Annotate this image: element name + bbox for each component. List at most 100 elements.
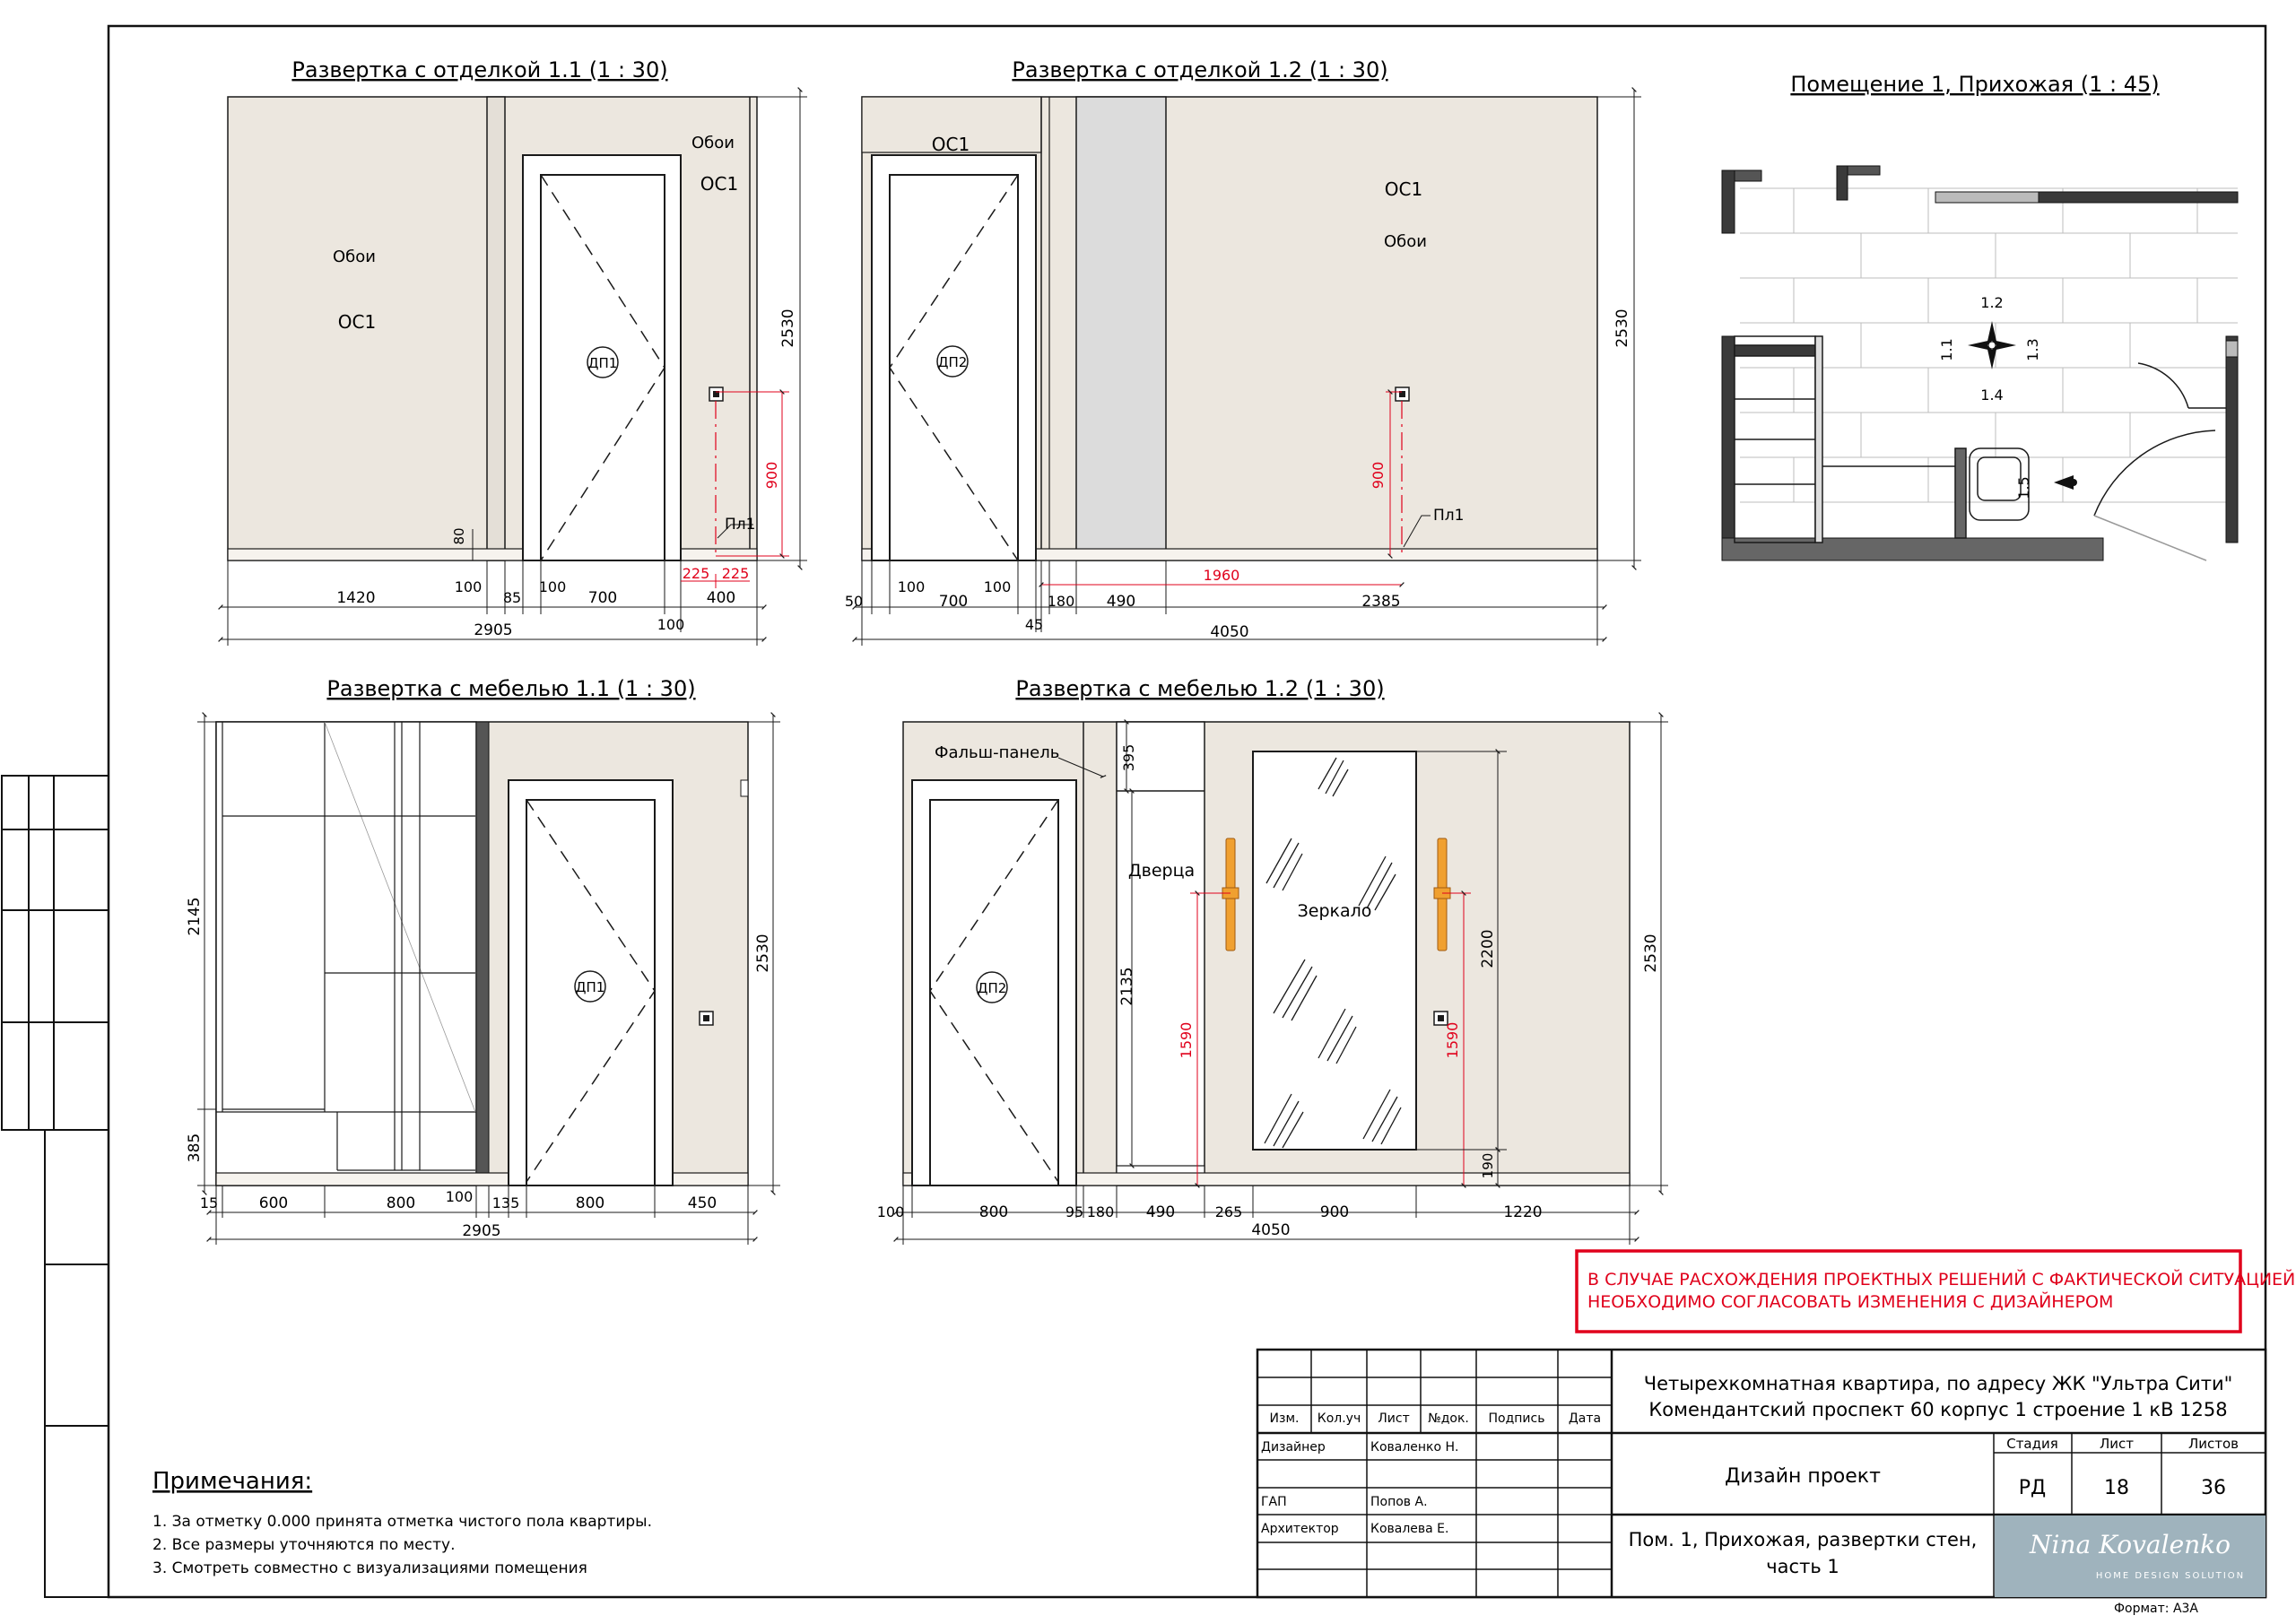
door-tag: ДП2	[978, 980, 1007, 996]
svg-text:Листов: Листов	[2188, 1436, 2239, 1452]
svg-text:700: 700	[588, 589, 617, 607]
svg-text:100: 100	[539, 578, 567, 595]
finish-label: Обои	[1384, 232, 1427, 251]
door-swing	[929, 799, 1059, 1183]
svg-text:85: 85	[503, 589, 521, 606]
svg-text:100: 100	[984, 578, 1012, 595]
svg-text:490: 490	[1107, 593, 1135, 611]
door-swing	[526, 799, 656, 1183]
svg-text:Лист: Лист	[2100, 1436, 2134, 1452]
svg-text:265: 265	[1215, 1203, 1243, 1220]
note-item: 3. Смотреть совместно с визуализациями п…	[152, 1559, 587, 1577]
baseboard	[902, 1172, 1631, 1186]
svg-text:4050: 4050	[1251, 1221, 1290, 1239]
svg-text:490: 490	[1146, 1203, 1175, 1221]
svg-text:Кол.уч: Кол.уч	[1318, 1411, 1361, 1426]
svg-text:2530: 2530	[1642, 934, 1660, 972]
plan-furniture	[1734, 335, 2226, 561]
finish-code: ОС1	[700, 173, 738, 195]
warning-box: В СЛУЧАЕ РАСХОЖДЕНИЯ ПРОЕКТНЫХ РЕШЕНИЙ С…	[1575, 1249, 2295, 1333]
false-panel-label: Фальш-панель	[935, 743, 1059, 762]
svg-text:180: 180	[1048, 593, 1075, 610]
svg-text:900: 900	[1320, 1203, 1349, 1221]
warning-line-2: НЕОБХОДИМО СОГЛАСОВАТЬ ИЗМЕНЕНИЯ С ДИЗАЙ…	[1587, 1291, 2113, 1312]
svg-text:15: 15	[200, 1194, 218, 1211]
sheets-total: 36	[2201, 1477, 2226, 1499]
mirror-label: Зеркало	[1298, 901, 1372, 921]
svg-text:1590: 1590	[1178, 1022, 1195, 1059]
person: Попов А.	[1370, 1495, 1428, 1509]
svg-text:50: 50	[845, 593, 863, 610]
floor-plan: Помещение 1, Прихожая (1 : 45)	[1721, 72, 2239, 561]
person: Коваленко Н.	[1370, 1440, 1459, 1455]
svg-text:2530: 2530	[754, 934, 772, 972]
svg-text:1960: 1960	[1204, 567, 1240, 584]
svg-text:1220: 1220	[1503, 1203, 1542, 1221]
svg-text:100: 100	[455, 578, 483, 595]
role: ГАП	[1261, 1495, 1287, 1509]
mirror	[1252, 751, 1417, 1151]
elevation-finish-1-1: Развертка с отделкой 1.1 (1 : 30) ДП1 Об…	[218, 57, 807, 646]
wardrobe	[215, 721, 477, 1186]
svg-text:2905: 2905	[474, 621, 512, 639]
notes-title: Примечания:	[152, 1468, 312, 1495]
svg-text:135: 135	[492, 1194, 520, 1211]
svg-text:800: 800	[576, 1194, 604, 1212]
note-item: 1. За отметку 0.000 принята отметка чист…	[152, 1513, 652, 1531]
svg-text:4050: 4050	[1210, 623, 1248, 641]
svg-text:2145: 2145	[186, 897, 204, 935]
logo-subtitle: HOME DESIGN SOLUTION	[2096, 1571, 2245, 1581]
view-marks	[1968, 321, 2077, 490]
door-tag: ДП1	[588, 355, 618, 371]
finish-label: Обои	[333, 248, 376, 266]
svg-text:2200: 2200	[1479, 929, 1497, 968]
svg-text:1.1: 1.1	[1938, 338, 1955, 360]
finish-code: ОС1	[1385, 178, 1422, 200]
svg-text:100: 100	[446, 1188, 474, 1205]
elevation-finish-1-2: Развертка с отделкой 1.2 (1 : 30) ДП2 ОС…	[845, 57, 1641, 646]
svg-text:385: 385	[186, 1133, 204, 1162]
cabinet-door-label: Дверца	[1128, 861, 1195, 881]
view-title: Развертка с отделкой 1.1 (1 : 30)	[291, 57, 667, 83]
door-tag: ДП2	[938, 354, 968, 370]
svg-text:190: 190	[1480, 1153, 1496, 1179]
svg-text:1.2: 1.2	[1980, 294, 2003, 311]
svg-text:2530: 2530	[779, 308, 797, 347]
mirror-reflection	[1264, 757, 1402, 1149]
title-block: Изм. Кол.уч Лист №док. Подпись Дата Диза…	[1256, 1348, 2267, 1616]
svg-text:2530: 2530	[1613, 308, 1631, 347]
svg-text:900: 900	[763, 462, 780, 490]
doc-type: Дизайн проект	[1725, 1465, 1881, 1488]
door-tag: ДП1	[576, 979, 605, 995]
svg-text:1420: 1420	[336, 589, 375, 607]
svg-text:Лист: Лист	[1378, 1411, 1409, 1426]
svg-text:1.3: 1.3	[2024, 338, 2041, 360]
svg-text:2135: 2135	[1118, 967, 1136, 1005]
svg-text:2905: 2905	[462, 1222, 500, 1240]
svg-text:225: 225	[683, 565, 710, 582]
logo-signature: Nina Kovalenko	[2029, 1530, 2231, 1559]
elevation-furniture-1-1: Развертка с мебелью 1.1 (1 : 30) ДП1	[186, 676, 780, 1245]
door-swing	[540, 174, 665, 561]
finish-code: ОС1	[338, 311, 376, 333]
svg-text:Стадия: Стадия	[2006, 1436, 2058, 1452]
svg-text:1.5: 1.5	[2015, 476, 2032, 499]
column-panel	[1075, 96, 1167, 561]
svg-text:№док.: №док.	[1428, 1411, 1469, 1426]
view-title: Развертка с мебелью 1.2 (1 : 30)	[1015, 676, 1384, 701]
sheet-title-line-2: часть 1	[1766, 1556, 1839, 1577]
svg-text:80: 80	[451, 527, 467, 544]
view-title: Развертка с мебелью 1.1 (1 : 30)	[326, 676, 695, 701]
svg-text:95: 95	[1065, 1203, 1083, 1220]
svg-text:400: 400	[707, 589, 735, 607]
note-item: 2. Все размеры уточняются по месту.	[152, 1536, 456, 1554]
svg-text:1590: 1590	[1444, 1022, 1461, 1059]
sheet-title-line-1: Пом. 1, Прихожая, развертки стен,	[1629, 1529, 1978, 1550]
view-title: Помещение 1, Прихожая (1 : 45)	[1790, 72, 2159, 97]
person: Ковалева Е.	[1370, 1522, 1448, 1536]
svg-text:45: 45	[1025, 616, 1043, 633]
svg-text:600: 600	[259, 1194, 288, 1212]
finish-label: Обои	[691, 134, 735, 152]
svg-text:800: 800	[979, 1203, 1008, 1221]
